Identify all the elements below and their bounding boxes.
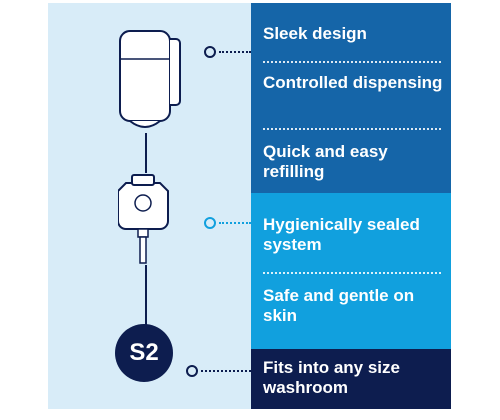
feature-controlled-dispensing: Controlled dispensing [263,73,443,92]
infographic-panel: S2 Sleek design Controlled dispensing Qu… [48,3,451,409]
dotted-separator [263,128,441,130]
connector-dotted-line [219,222,251,224]
connector-dotted-line [201,370,251,372]
model-badge: S2 [115,324,173,382]
feature-group-design: Sleek design Controlled dispensing Quick… [251,3,451,193]
feature-sleek-design: Sleek design [263,24,367,43]
connector-dot-icon [186,365,198,377]
connector-dotted-line [219,51,251,53]
feature-safe-gentle: Safe and gentle on skin [263,286,415,325]
feature-quick-refilling: Quick and easy refilling [263,142,388,181]
feature-hygienically-sealed: Hygienically sealed system [263,215,420,254]
connector-dot-icon [204,46,216,58]
dotted-separator [263,272,441,274]
refill-cartridge-icon [118,174,169,264]
feature-group-hygiene: Hygienically sealed system Safe and gent… [251,193,451,349]
feature-fits-washroom: Fits into any size washroom [263,358,400,397]
connector-sleek-design [204,46,251,58]
dotted-separator [263,61,441,63]
connector-stem-lower [145,265,147,325]
feature-group-size: Fits into any size washroom [251,349,451,409]
connector-stem-upper [145,133,147,173]
connector-hygienic [204,217,251,229]
connector-dot-icon [204,217,216,229]
connector-washroom [186,365,251,377]
soap-dispenser-icon [119,30,181,128]
